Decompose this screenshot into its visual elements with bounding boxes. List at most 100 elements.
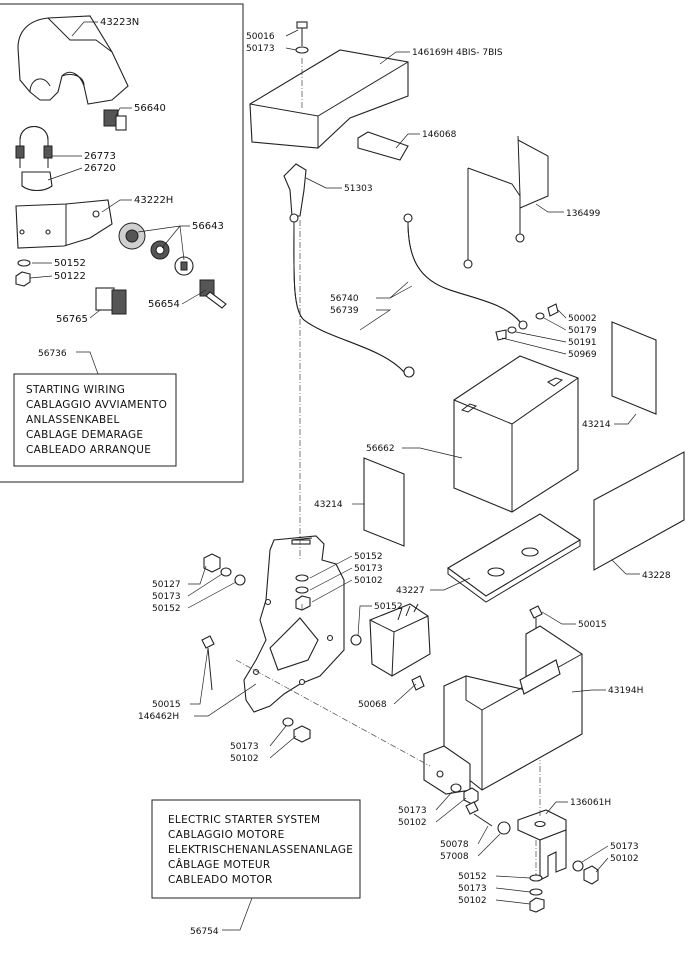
callout-26773: 26773 (84, 151, 116, 162)
callout-56765: 56765 (56, 314, 88, 325)
inset-frame (0, 3, 244, 483)
part-43214-pad-left (363, 457, 405, 547)
callout-50173-center: 50173 (354, 564, 383, 574)
axis-line (235, 659, 431, 767)
callout-50173-bottom: 50173 (458, 884, 487, 894)
part-26720-clamp (21, 171, 53, 192)
starting-wiring-box: STARTING WIRING CABLAGGIO AVVIAMENTO ANL… (13, 349, 177, 467)
box2-line5: CABLEADO MOTOR (168, 874, 273, 886)
callout-56739: 56739 (330, 306, 359, 316)
callout-43222H: 43222H (134, 195, 173, 206)
callout-57008: 57008 (440, 852, 469, 862)
part-43223N-cover (17, 15, 129, 105)
callout-43223N: 43223N (100, 17, 139, 28)
part-50122-nut-inset (15, 271, 31, 287)
callout-50002: 50002 (568, 314, 597, 324)
part-43228-pad (593, 451, 685, 571)
part-136499-rod (463, 135, 549, 269)
box1-line2: CABLAGGIO AVVIAMENTO (26, 399, 167, 411)
callout-26720: 26720 (84, 163, 116, 174)
ref-56736: 56736 (38, 349, 67, 359)
leader-lines (29, 21, 640, 905)
part-regulator (369, 603, 431, 677)
callout-146462H: 146462H (138, 712, 179, 722)
part-43222H-bracket (15, 199, 113, 249)
callout-50173-right: 50173 (610, 842, 639, 852)
callout-50152-left: 50152 (152, 604, 181, 614)
callout-50078: 50078 (440, 840, 469, 850)
callout-50102-bl: 50102 (230, 754, 259, 764)
callout-43228: 43228 (642, 571, 671, 581)
callout-56643: 56643 (192, 221, 224, 232)
box2-line1: ELECTRIC STARTER SYSTEM (168, 814, 320, 826)
callout-50102-box: 50102 (398, 818, 427, 828)
part-56739-56740-cables (289, 213, 528, 378)
part-50127-50173-50152-left-stack (203, 553, 246, 586)
callout-50152-center: 50152 (354, 552, 383, 562)
callout-50173-left: 50173 (152, 592, 181, 602)
callout-146068: 146068 (422, 130, 457, 140)
box1-line3: ANLASSENKABEL (26, 414, 120, 426)
part-43214-pad-right (611, 321, 657, 415)
part-50078-57008-bolt (465, 801, 511, 835)
callout-136499: 136499 (566, 209, 601, 219)
callout-50152-regulator: 50152 (374, 602, 403, 612)
part-56640-fuse (103, 109, 127, 131)
callout-50969: 50969 (568, 350, 597, 360)
callout-43194H: 43194H (608, 686, 643, 696)
part-50173-50102-box-hardware (450, 783, 479, 805)
callout-50068: 50068 (358, 700, 387, 710)
callout-50191: 50191 (568, 338, 597, 348)
electric-starter-box: ELECTRIC STARTER SYSTEM CABLAGGIO MOTORE… (151, 799, 361, 937)
callout-50152-bottom: 50152 (458, 872, 487, 882)
callout-50102-bottom: 50102 (458, 896, 487, 906)
part-50015-bolt-left (201, 635, 215, 691)
box2-line4: CÂBLAGE MOTEUR (168, 858, 270, 871)
callout-50152: 50152 (54, 258, 86, 269)
box1-line4: CABLAGE DEMARAGE (26, 429, 143, 441)
part-50152-washer-inset (17, 259, 31, 267)
box2-line3: ELEKTRISCHENANLASSENANLAGE (168, 844, 353, 856)
part-56765-switch (95, 287, 127, 315)
part-50173-50102-right-stack (572, 860, 599, 885)
part-50068-screw (411, 675, 425, 691)
callout-43214-right: 43214 (582, 420, 611, 430)
part-50152-50173-50102-bottom-stack (529, 874, 545, 913)
callout-56640: 56640 (134, 103, 166, 114)
callout-56654: 56654 (148, 299, 180, 310)
callout-50015-right: 50015 (578, 620, 607, 630)
part-50173-50102-bottom-left (282, 717, 311, 743)
callout-50122: 50122 (54, 271, 86, 282)
callout-51303: 51303 (344, 184, 373, 194)
part-51303-terminal-boot (283, 163, 307, 217)
callout-50015-left: 50015 (152, 700, 181, 710)
part-146068-pad (357, 131, 409, 161)
callout-50102-right: 50102 (610, 854, 639, 864)
callout-136061H: 136061H (570, 798, 611, 808)
box2-line2: CABLAGGIO MOTORE (168, 829, 285, 841)
callout-50173: 50173 (246, 44, 275, 54)
callout-50173-bl: 50173 (230, 742, 259, 752)
callout-50016: 50016 (246, 32, 275, 42)
box1-line1: STARTING WIRING (26, 384, 125, 396)
part-26773-u-bolt (15, 126, 53, 168)
part-50152-regulator-washer (350, 634, 362, 646)
box1-line5: CABLEADO ARRANQUE (26, 444, 151, 456)
part-50002-50179-50191-50969-terminal-hardware (495, 303, 559, 341)
part-50016-screw (295, 21, 309, 54)
callout-56740: 56740 (330, 294, 359, 304)
callout-50127: 50127 (152, 580, 181, 590)
callout-146169H: 146169H 4BIS- 7BIS (412, 48, 503, 58)
ref-56754: 56754 (190, 927, 219, 937)
callout-50173-box: 50173 (398, 806, 427, 816)
part-56662-battery (453, 355, 579, 513)
part-43227-tray (447, 513, 582, 603)
part-56643-ignition-switch (118, 222, 194, 276)
callout-43227: 43227 (396, 586, 425, 596)
part-136061H-bracket (517, 809, 567, 881)
callout-56662: 56662 (366, 444, 395, 454)
callout-43214-left: 43214 (314, 500, 343, 510)
part-50152-50173-50102-stack-center (295, 574, 311, 611)
